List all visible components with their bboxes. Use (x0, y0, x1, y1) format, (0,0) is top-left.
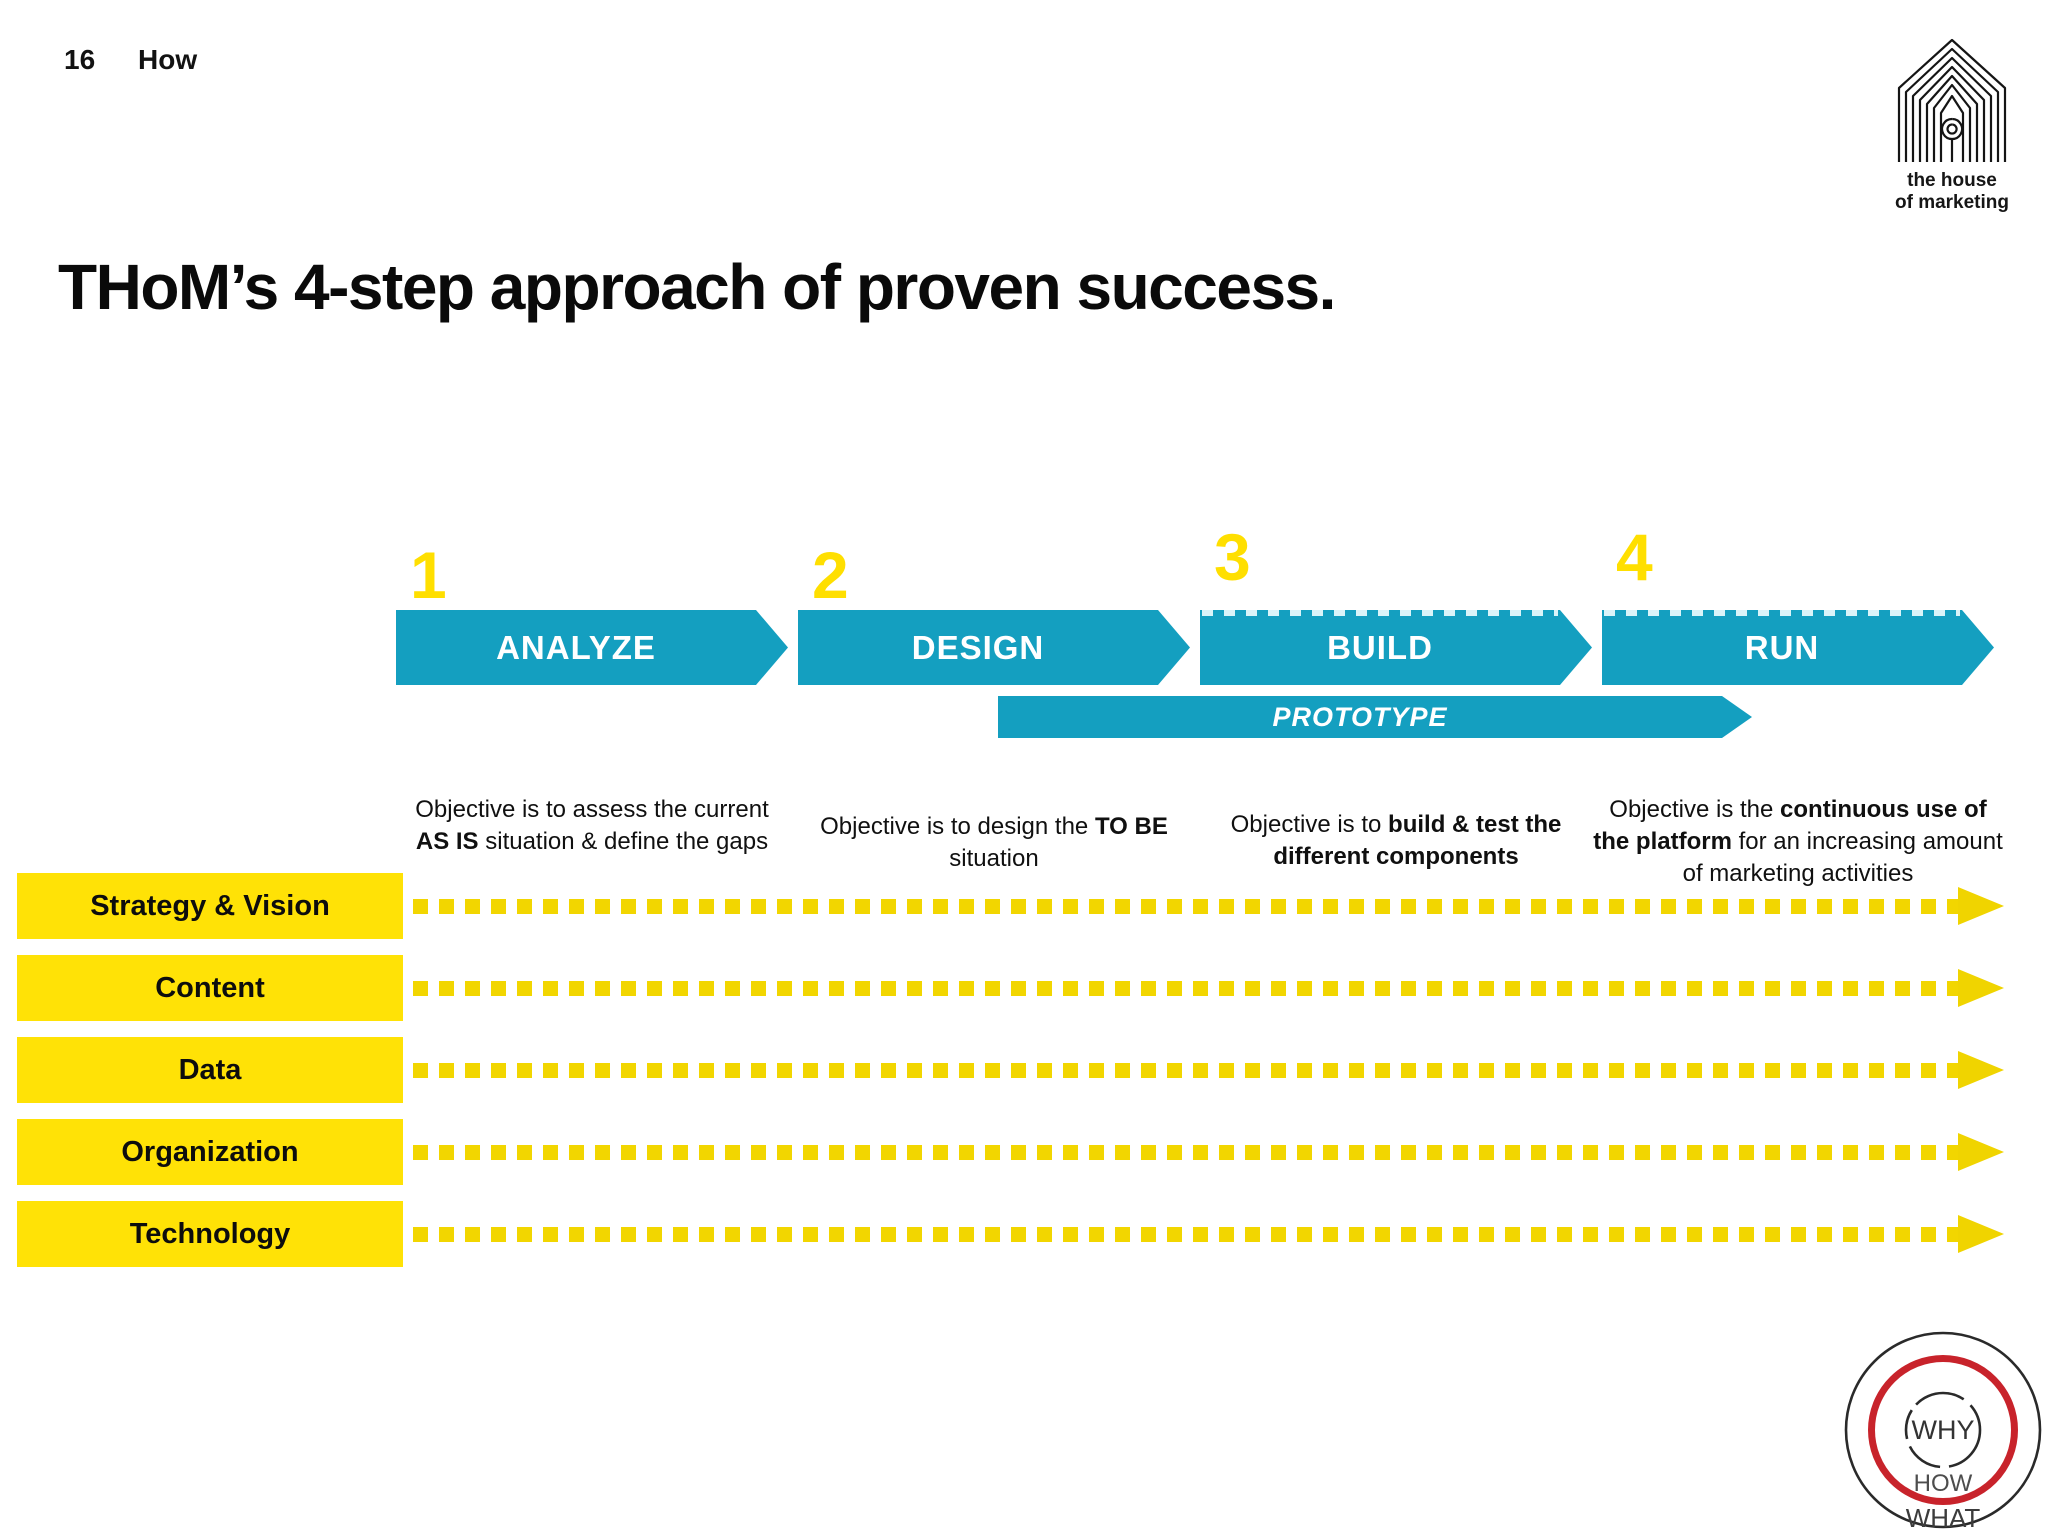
dotted-line (413, 899, 1958, 914)
category-row-content: Content (0, 955, 2048, 1021)
category-bar: Organization (17, 1119, 403, 1185)
step-number: 4 (1616, 520, 1653, 594)
step-arrow-run: RUN (1602, 610, 1994, 685)
step-arrow-label: RUN (1744, 628, 1820, 666)
dotted-line (413, 981, 1958, 996)
step-design: 2 DESIGN Objective is to design the TO B… (798, 528, 1190, 918)
dotted-line (413, 1063, 1958, 1078)
page-title: THoM’s 4-step approach of proven success… (58, 251, 1336, 323)
step-arrow-analyze: ANALYZE (396, 610, 788, 685)
step-number: 3 (1214, 520, 1251, 594)
category-row-technology: Technology (0, 1201, 2048, 1267)
step-objective: Objective is to build & test the differe… (1230, 811, 1562, 871)
company-logo: the house of marketing (1882, 34, 2022, 215)
prototype-label: PROTOTYPE (1272, 701, 1448, 732)
category-row-strategy-vision: Strategy & Vision (0, 873, 2048, 939)
category-row-data: Data (0, 1037, 2048, 1103)
fingerprint-house-icon (1897, 38, 2007, 162)
step-analyze: 1 ANALYZE Objective is to assess the cur… (396, 528, 788, 918)
step-arrow-design: DESIGN (798, 610, 1190, 685)
arrow-head-icon (1958, 1051, 2004, 1089)
category-bar: Strategy & Vision (17, 873, 403, 939)
golden-circle-why-label: WHY (1912, 1415, 1975, 1445)
logo-text-line2: of marketing (1894, 192, 2010, 214)
logo-text-line1: the house (1907, 170, 1997, 191)
arrow-head-icon (1958, 969, 2004, 1007)
golden-circle-icon: WHY HOW WHAT (1844, 1331, 2042, 1533)
step-arrow-build: BUILD (1200, 610, 1592, 685)
step-arrow-label: ANALYZE (496, 628, 656, 666)
step-objective: Objective is the continuous use of the p… (1593, 796, 2003, 888)
page-number: 16 (64, 44, 96, 75)
category-bar: Data (17, 1037, 403, 1103)
dotted-line (413, 1145, 1958, 1160)
step-objective: Objective is to design the TO BE situati… (820, 813, 1168, 873)
golden-circle-how-label: HOW (1914, 1470, 1973, 1497)
arrow-head-icon (1958, 1215, 2004, 1253)
arrow-head-icon (1958, 1133, 2004, 1171)
section-label: How (138, 44, 198, 75)
prototype-bar: PROTOTYPE (998, 696, 1752, 738)
dotted-line (413, 1227, 1958, 1242)
step-arrow-label: DESIGN (911, 628, 1045, 666)
category-bar: Technology (17, 1201, 403, 1267)
golden-circle-what-label: WHAT (1906, 1503, 1981, 1533)
step-run: 4 RUN Objective is the continuous use of… (1593, 524, 2003, 918)
step-number: 2 (812, 538, 849, 612)
step-arrow-label: BUILD (1327, 628, 1433, 666)
step-build: 3 BUILD Objective is to build & test the… (1200, 524, 1592, 918)
step-number: 1 (410, 538, 447, 612)
arrow-head-icon (1958, 887, 2004, 925)
category-bar: Content (17, 955, 403, 1021)
category-row-organization: Organization (0, 1119, 2048, 1185)
step-objective: Objective is to assess the current AS IS… (415, 796, 769, 856)
